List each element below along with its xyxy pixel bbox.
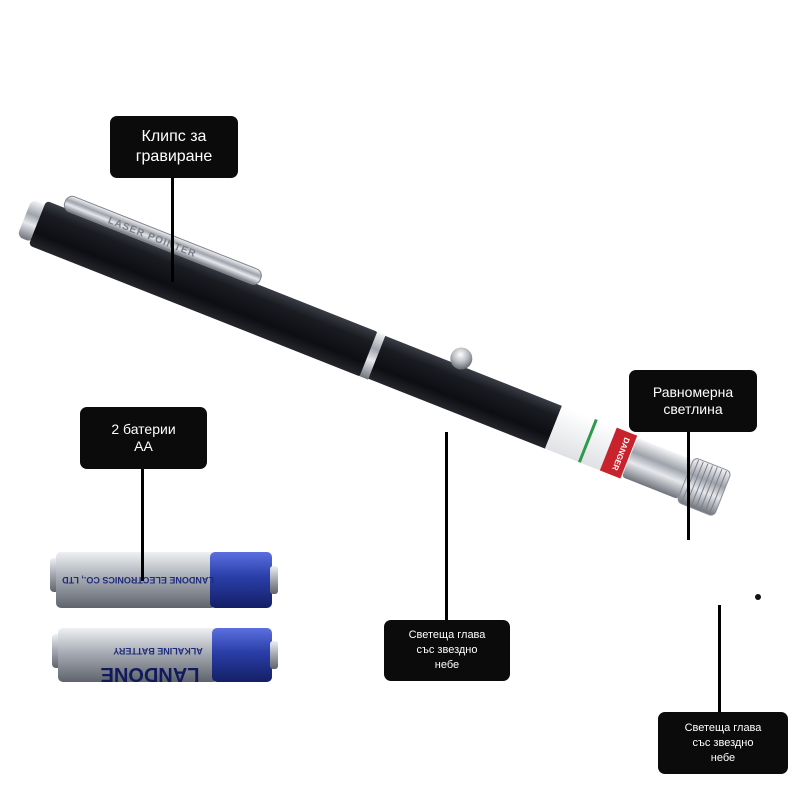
battery-2: ALKALINE BATTERY LANDONE (52, 628, 278, 685)
battery-type-text: ALKALINE BATTERY (113, 646, 203, 656)
head-right-callout-leader (718, 605, 721, 712)
pen-front-body (368, 335, 562, 449)
batteries-callout: 2 батерии AA (80, 407, 207, 469)
pen-joint-ring (359, 331, 386, 380)
laser-aperture (755, 594, 761, 600)
power-button (450, 347, 473, 370)
battery-maker-text: LANDONE ELECTRONICS CO., LTD (62, 575, 214, 585)
label-green-stripe (578, 418, 598, 463)
clip-callout-leader (171, 178, 174, 282)
pen-body (29, 201, 378, 376)
light-callout: Равномерна светлина (629, 370, 757, 432)
engraving-clip (63, 195, 262, 285)
head-center-callout-leader (445, 432, 448, 620)
batteries-callout-leader (141, 469, 144, 581)
light-callout-leader (687, 432, 690, 540)
danger-band (599, 427, 638, 479)
laser-pen: DANGER LASER POINTER (18, 195, 731, 516)
head-center-callout: Светеща глава със звездно небе (384, 620, 510, 681)
pen-tail-cap (18, 200, 45, 241)
pen-head (622, 438, 693, 499)
battery-1: LANDONE ELECTRONICS CO., LTD (50, 552, 278, 608)
battery-brand-text: LANDONE (101, 663, 200, 685)
knurl-lines (681, 459, 727, 514)
head-right-callout: Светеща глава със звездно небе (658, 712, 788, 774)
clip-callout: Клипс за гравиране (110, 116, 238, 178)
